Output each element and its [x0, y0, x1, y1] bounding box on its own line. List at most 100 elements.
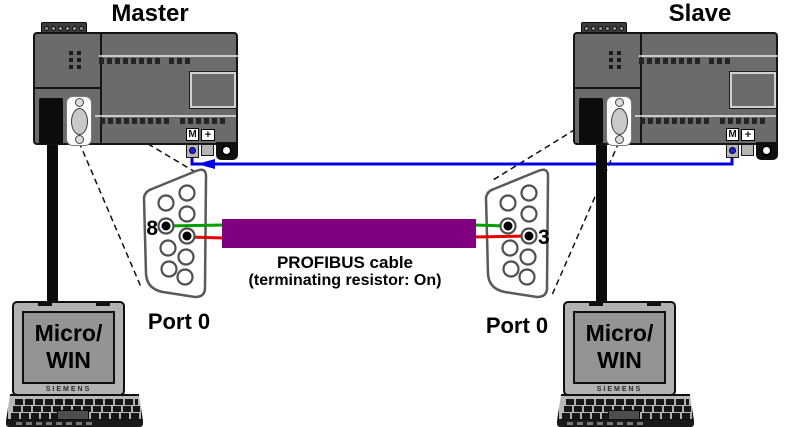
- groove-line: [635, 115, 776, 117]
- db9-screw-top: [75, 98, 84, 107]
- db9-screw-bottom: [615, 135, 624, 144]
- laptop-front-edge: [557, 420, 694, 427]
- cable-label-line2: (terminating resistor: On): [248, 272, 442, 289]
- keyboard-row: [15, 399, 138, 405]
- led-dot: [609, 51, 613, 55]
- port-label-right: Port 0: [485, 313, 549, 338]
- pin-hole: [518, 268, 536, 286]
- cable-label-line1: PROFIBUS cable: [276, 253, 414, 272]
- led-dot: [617, 51, 621, 55]
- pin-hole: [178, 184, 196, 202]
- ground-wire-arrowhead: [197, 159, 215, 169]
- led-dot: [617, 58, 621, 62]
- db9-screw-bottom: [75, 135, 84, 144]
- brand-label: SIEMENS: [596, 386, 643, 393]
- projection-line-master-bottom: [78, 141, 142, 288]
- screen-line2: WIN: [46, 347, 91, 373]
- comm-port-black: [39, 98, 63, 144]
- pin-hole: [157, 194, 175, 212]
- brand-label: SIEMENS: [45, 386, 92, 393]
- keyboard-row: [13, 406, 140, 412]
- plus-terminal-label: +: [741, 129, 755, 141]
- terminal-row: [180, 118, 226, 124]
- hinge-bump: [38, 301, 52, 306]
- pin-hole: [176, 268, 194, 286]
- slave-label: Slave: [668, 0, 732, 27]
- pc-cable-left: [47, 143, 58, 303]
- hinge-bump: [589, 301, 603, 306]
- projection-line-slave-bottom: [551, 141, 620, 296]
- terminal-screw: [584, 26, 589, 31]
- groove-line: [99, 55, 238, 57]
- pin-hole: [160, 260, 178, 278]
- expansion-port-cover: [730, 72, 776, 108]
- terminal-row: [169, 58, 190, 64]
- laptop-screen: Micro/ WIN: [573, 311, 666, 384]
- terminal-screw: [51, 26, 56, 31]
- led-dot: [77, 58, 81, 62]
- comm-port-black: [579, 98, 603, 144]
- pc-cable-right: [596, 143, 607, 303]
- laptop-left: Micro/ WIN SIEMENS: [6, 300, 143, 427]
- touchpad: [608, 410, 640, 420]
- led-dot: [69, 65, 73, 69]
- terminal-screw: [58, 26, 63, 31]
- pin-hole: [519, 248, 537, 266]
- screen-line1: Micro/: [585, 320, 654, 346]
- terminal-screw: [79, 26, 84, 31]
- db9-port: [606, 96, 632, 146]
- led-dot: [77, 51, 81, 55]
- m-terminal-dot: [729, 147, 736, 154]
- pin-hole: [178, 205, 196, 223]
- module-divider: [573, 87, 642, 89]
- terminal-screw: [605, 26, 610, 31]
- laptop-front-edge: [6, 420, 143, 427]
- plc-slave: M +: [573, 22, 778, 172]
- terminal-screw: [619, 26, 624, 31]
- pin-hole: [520, 184, 538, 202]
- pin-hole: [177, 248, 195, 266]
- terminal-row: [720, 118, 766, 124]
- wire-red-right: [473, 234, 530, 239]
- vents: [16, 422, 96, 425]
- plus-terminal: [741, 144, 754, 156]
- pin-hole: [499, 194, 517, 212]
- m-terminal-label: M: [186, 128, 199, 141]
- plc-master: M +: [33, 22, 238, 172]
- terminal-row: [99, 58, 161, 64]
- led-dot: [609, 65, 613, 69]
- led-dot: [77, 65, 81, 69]
- keyboard-row: [566, 399, 689, 405]
- led-dot: [69, 58, 73, 62]
- hinge-bump: [96, 301, 110, 306]
- mounting-hole: [221, 145, 232, 156]
- profibus-cable: [222, 219, 476, 248]
- master-label: Master: [111, 0, 189, 27]
- led-dot: [617, 65, 621, 69]
- mounting-tab: [216, 142, 238, 160]
- vents: [567, 422, 647, 425]
- terminal-row: [639, 58, 701, 64]
- db9-oval: [71, 108, 88, 135]
- m-terminal-label: M: [726, 128, 739, 141]
- pin-label-8: 8: [146, 217, 158, 240]
- db9-screw-top: [615, 98, 624, 107]
- pin-hole: [520, 205, 538, 223]
- pin-hole: [501, 239, 519, 257]
- status-led-grid: [609, 51, 621, 71]
- db9-oval: [611, 108, 628, 135]
- keyboard-row: [564, 406, 691, 412]
- pin-3-filled: [524, 231, 534, 241]
- mounting-tab: [756, 142, 778, 160]
- pin-hole: [502, 260, 520, 278]
- led-dot: [609, 58, 613, 62]
- pin-8-filled: [161, 221, 171, 231]
- terminal-row: [640, 118, 712, 124]
- wire-green-left: [165, 223, 225, 228]
- expansion-port-cover: [190, 72, 236, 108]
- plus-terminal-label: +: [201, 129, 215, 141]
- screen-line1: Micro/: [34, 320, 103, 346]
- module-divider: [33, 87, 102, 89]
- touchpad: [57, 410, 89, 420]
